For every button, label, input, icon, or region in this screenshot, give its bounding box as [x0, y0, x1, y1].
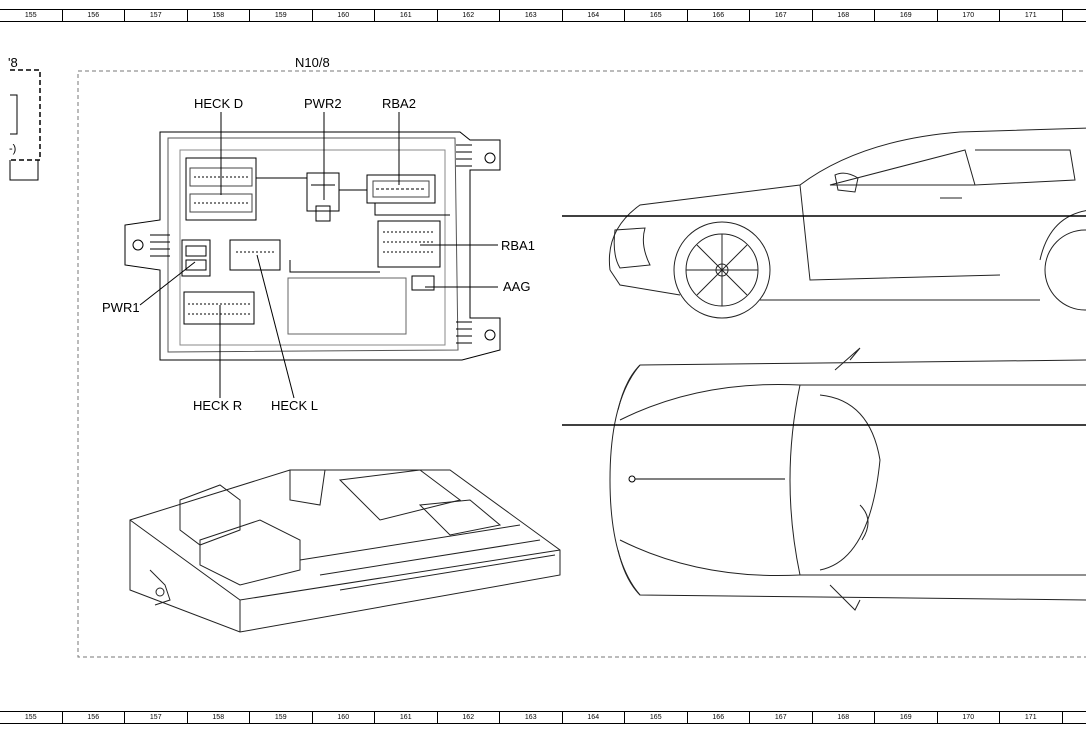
module-id-label: N10/8 [295, 55, 330, 70]
ruler-cell: 158 [188, 712, 250, 723]
ruler-cell: 165 [625, 10, 688, 21]
ruler-cell: 160 [313, 712, 375, 723]
adjacent-module-frame [10, 69, 41, 161]
ruler-cell: 162 [438, 712, 500, 723]
ruler-cell: 164 [563, 10, 625, 21]
ruler-cell: 155 [0, 712, 63, 723]
connector-label-rba2: RBA2 [382, 96, 416, 111]
connector-label-pwr1: PWR1 [102, 300, 140, 315]
ruler-cell: 159 [250, 10, 313, 21]
label-leader-lines [139, 112, 498, 399]
ruler-cell: 167 [750, 712, 813, 723]
ruler-cell: 170 [938, 10, 1000, 21]
connector-label-rba1: RBA1 [501, 238, 535, 253]
ruler-cell: 157 [125, 10, 188, 21]
vehicle-top-view [609, 347, 1086, 611]
control-unit-isometric-view [129, 469, 561, 633]
ruler-cell: 163 [500, 712, 563, 723]
ruler-cell: 164 [563, 712, 625, 723]
connector-label-heck-l: HECK L [271, 398, 318, 413]
ruler-cell: 155 [0, 10, 63, 21]
top-view-marker-point [628, 475, 636, 483]
ruler-cell: 160 [313, 10, 375, 21]
ruler-cell: 166 [688, 10, 750, 21]
adjacent-module-mark: -) [9, 143, 17, 155]
ruler-cell: 171 [1000, 712, 1063, 723]
connector-label-heck-r: HECK R [193, 398, 243, 413]
ruler-cell: 168 [813, 10, 875, 21]
vehicle-side-view [608, 127, 1086, 319]
ruler-cell: 163 [500, 10, 563, 21]
connector-label-heck-d: HECK D [194, 96, 244, 111]
ruler-cell: 170 [938, 712, 1000, 723]
ruler-cell: 158 [188, 10, 250, 21]
ruler-cell: 162 [438, 10, 500, 21]
ruler-cell: 161 [375, 712, 438, 723]
ruler-cell: 169 [875, 10, 938, 21]
ruler-cell: 159 [250, 712, 313, 723]
ruler-cell: 171 [1000, 10, 1063, 21]
connector-label-pwr2: PWR2 [304, 96, 342, 111]
ruler-cell: 161 [375, 10, 438, 21]
ruler-cell: 166 [688, 712, 750, 723]
ruler-cell: 156 [63, 712, 125, 723]
adjacent-module-label: '8 [8, 55, 18, 70]
connector-label-aag: AAG [503, 279, 531, 294]
ruler-cell: 167 [750, 10, 813, 21]
module-boundary [77, 70, 1086, 658]
ruler-cell: 156 [63, 10, 125, 21]
ruler-cell: 157 [125, 712, 188, 723]
ruler-cell: 169 [875, 712, 938, 723]
ruler-cell: 168 [813, 712, 875, 723]
control-unit-top-view [124, 131, 501, 361]
ruler-cell: 165 [625, 712, 688, 723]
